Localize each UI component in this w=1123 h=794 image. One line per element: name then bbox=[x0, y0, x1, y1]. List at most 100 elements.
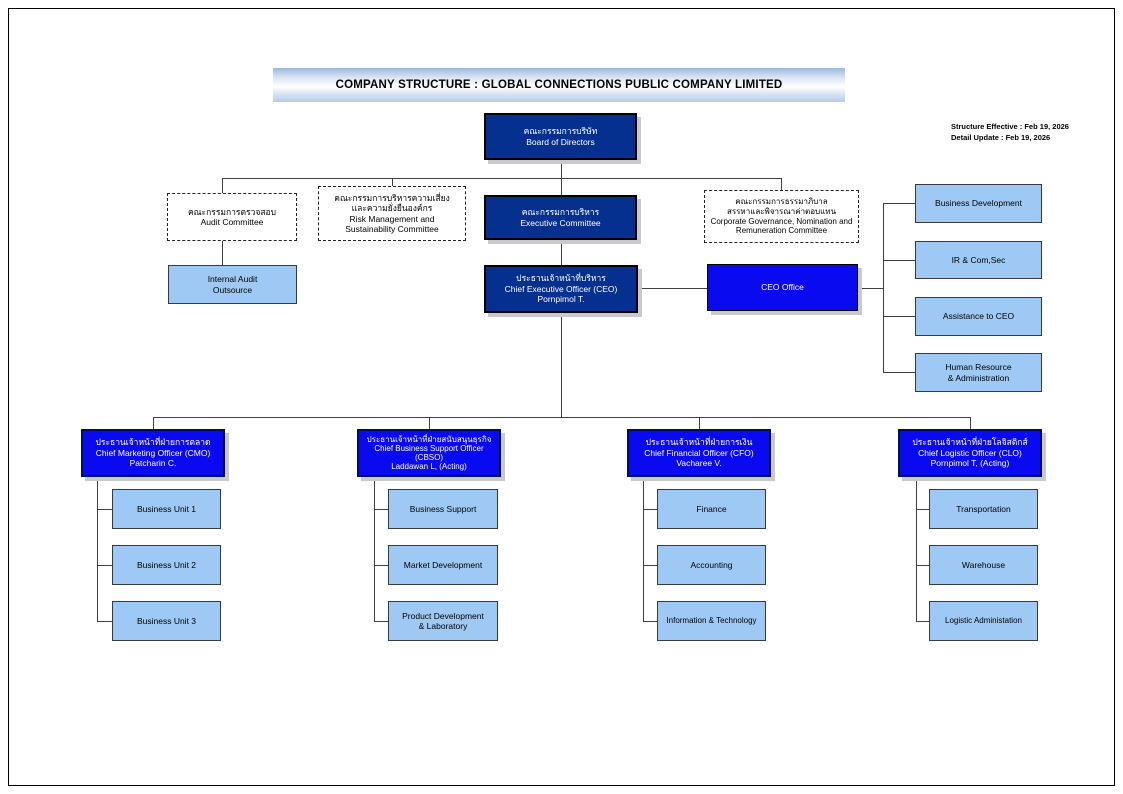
node-line: ประธานเจ้าหน้าที่ฝ่ายสนับสนุนธุรกิจ bbox=[366, 434, 492, 444]
connector-trunk-bss bbox=[374, 477, 375, 621]
node-product-development-laboratory: Product Development & Laboratory bbox=[388, 601, 498, 641]
node-line: คณะกรรมการบริหาร bbox=[521, 207, 600, 218]
node-ceo: ประธานเจ้าหน้าที่บริหาร Chief Executive … bbox=[484, 265, 638, 313]
node-clo: ประธานเจ้าหน้าที่ฝ่ายโลจิสติกส์ Chief Lo… bbox=[898, 429, 1042, 477]
node-line: Vacharee V. bbox=[676, 458, 722, 469]
connector-stub-ir bbox=[883, 260, 915, 261]
connector-right-trunk bbox=[883, 203, 884, 373]
node-warehouse: Warehouse bbox=[929, 545, 1038, 585]
node-line: Finance bbox=[696, 503, 727, 514]
node-line: Market Development bbox=[403, 559, 483, 570]
node-line: Laddawan L, (Acting) bbox=[391, 462, 467, 472]
connector-ceo-office bbox=[638, 288, 707, 289]
connector-drop-risk bbox=[392, 178, 393, 186]
node-finance: Finance bbox=[657, 489, 766, 529]
node-accounting: Accounting bbox=[657, 545, 766, 585]
node-line: Warehouse bbox=[961, 559, 1006, 570]
node-business-development: Business Development bbox=[915, 184, 1042, 223]
connector-ceo-down bbox=[561, 313, 562, 417]
node-line: Chief Business Support Officer bbox=[374, 443, 484, 453]
node-line: Corporate Governance, Nomination and bbox=[710, 216, 853, 226]
node-line: Transportation bbox=[956, 503, 1011, 514]
connector-divisions-span bbox=[153, 417, 970, 418]
connector-stub-bu1 bbox=[97, 509, 112, 510]
connector-stub-accounting bbox=[643, 565, 657, 566]
node-line: คณะกรรมการตรวจสอบ bbox=[187, 206, 277, 217]
connector-drop-cbso bbox=[429, 417, 430, 429]
page-border bbox=[8, 8, 1115, 786]
node-line: สรรหาและพิจารณาค่าตอบแทน bbox=[726, 206, 837, 216]
node-line: Board of Directors bbox=[526, 136, 595, 147]
connector-drop-audit bbox=[222, 178, 223, 193]
node-line: Logistic Administation bbox=[945, 616, 1022, 626]
connector-stub-bizsupport bbox=[374, 509, 388, 510]
connector-drop-clo bbox=[970, 417, 971, 429]
connector-stub-finance bbox=[643, 509, 657, 510]
connector-drop-cmo bbox=[153, 417, 154, 429]
node-business-support: Business Support bbox=[388, 489, 498, 529]
connector-trunk-marketing bbox=[97, 477, 98, 621]
node-line: คณะกรรมการบริษัท bbox=[523, 126, 598, 137]
node-line: & Administration bbox=[947, 372, 1010, 383]
node-line: Human Resource bbox=[945, 362, 1012, 373]
connector-stub-productdev bbox=[374, 621, 388, 622]
node-line: ประธานเจ้าหน้าที่ฝ่ายโลจิสติกส์ bbox=[912, 437, 1028, 448]
node-line: Business Unit 3 bbox=[136, 615, 197, 626]
node-line: Business Support bbox=[409, 503, 477, 514]
node-line: Chief Marketing Officer (CMO) bbox=[95, 447, 211, 458]
node-cfo: ประธานเจ้าหน้าที่ฝ่ายการเงิน Chief Finan… bbox=[627, 429, 771, 477]
node-line: Internal Audit bbox=[207, 274, 258, 285]
node-hr-administration: Human Resource & Administration bbox=[915, 353, 1042, 392]
node-business-unit-2: Business Unit 2 bbox=[112, 545, 221, 585]
structure-effective-date: Structure Effective : Feb 19, 2026 bbox=[951, 122, 1069, 131]
node-line: Patcharin C. bbox=[129, 458, 177, 469]
node-line: Executive Committee bbox=[520, 217, 601, 228]
node-ir-com-sec: IR & Com,Sec bbox=[915, 241, 1042, 279]
node-executive-committee: คณะกรรมการบริหาร Executive Committee bbox=[484, 195, 637, 240]
page-title-banner: COMPANY STRUCTURE : GLOBAL CONNECTIONS P… bbox=[273, 68, 845, 102]
connector-trunk-finance bbox=[643, 477, 644, 621]
connector-stub-hr bbox=[883, 372, 915, 373]
revision-dates: Structure Effective : Feb 19, 2026 Detai… bbox=[951, 121, 1116, 143]
node-transportation: Transportation bbox=[929, 489, 1038, 529]
connector-stub-bizdev bbox=[883, 203, 915, 204]
connector-stub-bu3 bbox=[97, 621, 112, 622]
node-line: Information & Technology bbox=[666, 616, 757, 626]
node-line: ประธานเจ้าหน้าที่ฝ่ายการเงิน bbox=[645, 437, 753, 448]
node-line: Pornpimol T. bbox=[537, 294, 585, 305]
connector-stub-bu2 bbox=[97, 565, 112, 566]
node-board-of-directors: คณะกรรมการบริษัท Board of Directors bbox=[484, 113, 637, 160]
node-information-technology: Information & Technology bbox=[657, 601, 766, 641]
connector-exec-ceo bbox=[561, 240, 562, 265]
node-line: ประธานเจ้าหน้าที่ฝ่ายการตลาด bbox=[95, 437, 211, 448]
connector-drop-cfo bbox=[699, 417, 700, 429]
connector-audit-internal bbox=[222, 241, 223, 265]
connector-board-exec bbox=[561, 160, 562, 195]
node-line: Chief Executive Officer (CEO) bbox=[504, 283, 618, 294]
connector-stub-warehouse bbox=[916, 565, 929, 566]
node-cmo: ประธานเจ้าหน้าที่ฝ่ายการตลาด Chief Marke… bbox=[81, 429, 225, 477]
node-ceo-office: CEO Office bbox=[707, 264, 858, 311]
node-line: Accounting bbox=[690, 559, 733, 570]
node-cbso: ประธานเจ้าหน้าที่ฝ่ายสนับสนุนธุรกิจ Chie… bbox=[357, 429, 501, 477]
node-internal-audit-outsource: Internal Audit Outsource bbox=[168, 265, 297, 304]
node-line: Business Unit 1 bbox=[136, 503, 197, 514]
connector-trunk-logistic bbox=[916, 477, 917, 621]
connector-stub-it bbox=[643, 621, 657, 622]
node-line: คณะกรรมการธรรมาภิบาล bbox=[735, 197, 828, 206]
node-line: Remuneration Committee bbox=[735, 226, 828, 236]
node-line: CEO Office bbox=[761, 282, 804, 293]
node-line: Business Development bbox=[935, 198, 1022, 209]
connector-stub-transportation bbox=[916, 509, 929, 510]
node-line: Product Development bbox=[402, 610, 484, 621]
node-business-unit-1: Business Unit 1 bbox=[112, 489, 221, 529]
node-assistance-to-ceo: Assistance to CEO bbox=[915, 297, 1042, 336]
node-governance-committee: คณะกรรมการธรรมาภิบาล สรรหาและพิจารณาค่าต… bbox=[704, 190, 859, 243]
node-line: Business Unit 2 bbox=[136, 559, 197, 570]
connector-committees-right bbox=[561, 178, 781, 179]
node-line: และความยั่งยืนองค์กร bbox=[351, 203, 433, 214]
node-line: Chief Logistic Officer (CLO) bbox=[918, 447, 1022, 458]
node-line: Chief Financial Officer (CFO) bbox=[644, 447, 754, 458]
node-line: IR & Com,Sec bbox=[951, 254, 1006, 265]
